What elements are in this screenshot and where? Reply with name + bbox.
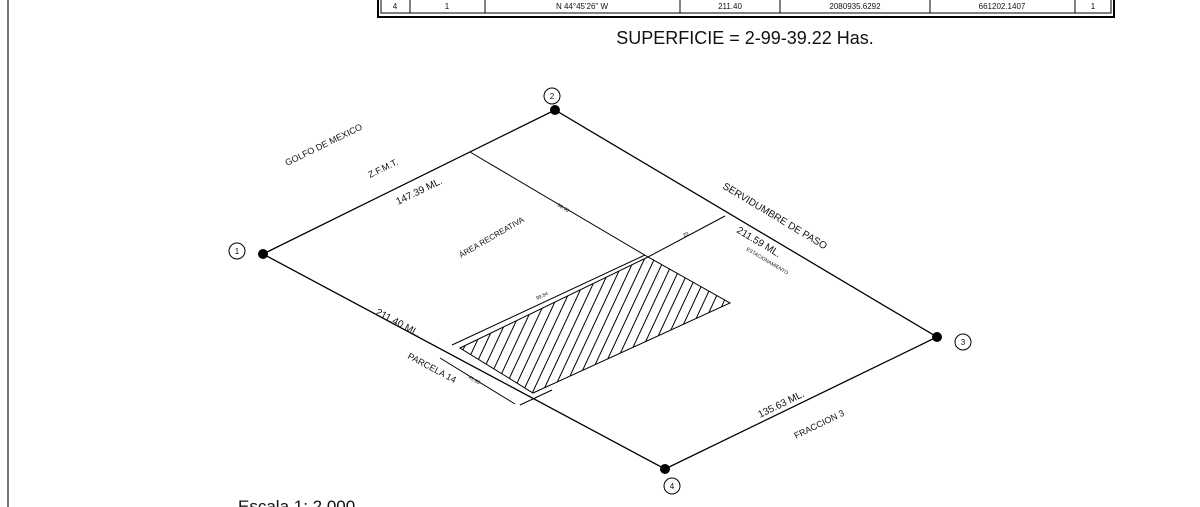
cell: 661202.1407 [979, 2, 1026, 11]
side-4-3-length: 135.63 ML. [756, 389, 806, 421]
dimension-line-width [439, 357, 516, 405]
superficie-label: SUPERFICIE = 2-99-39.22 Has. [616, 28, 874, 48]
cell: 4 [393, 2, 398, 11]
hatched-parking-area [458, 256, 732, 394]
golfo-label: GOLFO DE MEXICO [283, 122, 363, 168]
side-1-4-length: 211.40 ML. [374, 307, 423, 340]
dimension-label: 20 [682, 231, 690, 239]
vertex-label: 3 [961, 338, 966, 347]
coordinates-table-row: 4 1 N 44°45'26" W 211.40 2080935.6292 66… [377, 0, 1115, 18]
servidumbre-label: SERVIDUMBRE DE PASO [720, 181, 828, 252]
parcela-label: PARCELA 14 [406, 351, 458, 385]
area-recreativa-label: ÁREA RECREATIVA [458, 215, 527, 260]
cell: 211.40 [718, 2, 742, 11]
side-1-2-length: 147.39 ML. [394, 176, 444, 208]
vertex-label: 2 [550, 92, 555, 101]
dimension-line-20 [647, 215, 726, 258]
fraccion-label: FRACCION 3 [792, 408, 845, 441]
cell: 1 [445, 2, 450, 11]
dimension-label: 99.46 [556, 203, 570, 215]
dimension-label: 41.65 [467, 375, 481, 387]
cell: 1 [1091, 2, 1096, 11]
dimension-label: 99.84 [535, 291, 549, 302]
zfmt-label: Z.F.M.T. [366, 157, 399, 180]
cell: N 44°45'26" W [556, 2, 608, 11]
vertex-label: 4 [670, 482, 675, 491]
scale-label: Escala 1: 2,000 [238, 497, 355, 507]
dimension-line-hatch [451, 254, 646, 346]
inner-division-line [469, 151, 649, 258]
cell: 2080935.6292 [829, 2, 881, 11]
vertex-label: 1 [235, 247, 240, 256]
vertex-markers: 1 2 3 4 [228, 87, 972, 495]
